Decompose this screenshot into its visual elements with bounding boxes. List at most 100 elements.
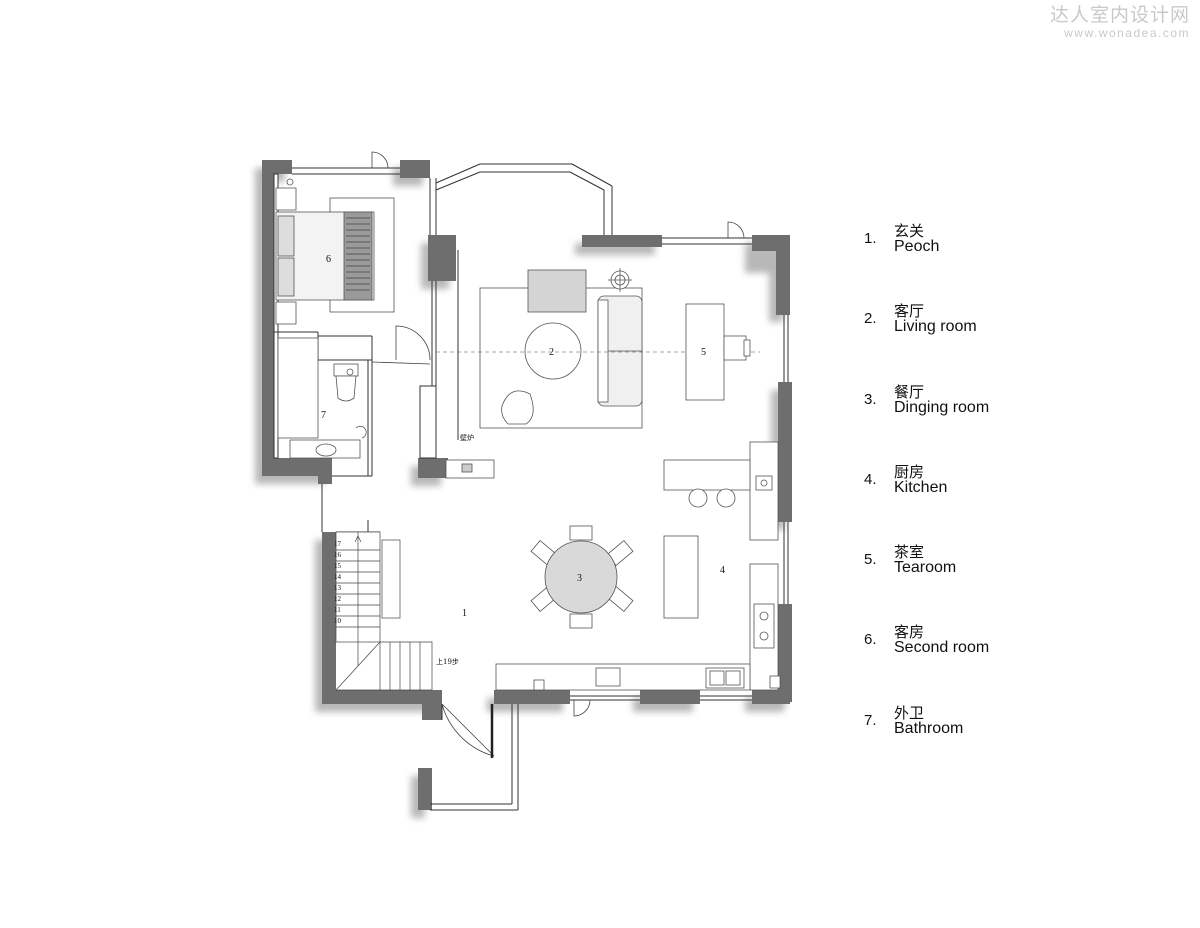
stair-note: 上19步 <box>436 657 459 666</box>
legend-item-kitchen: 4. 厨房 Kitchen <box>864 461 1164 541</box>
legend-item-living-room: 2. 客厅 Living room <box>864 300 1164 380</box>
legend-label-en: Second room <box>894 639 990 657</box>
room-number-2: 2 <box>549 347 554 358</box>
wall-segment <box>494 690 570 704</box>
legend-label-zh: 客厅 <box>894 302 925 321</box>
wall-segment <box>418 458 448 478</box>
bar-stool <box>688 488 708 508</box>
armchair <box>501 390 534 425</box>
legend-number: 4. <box>864 470 877 488</box>
room-number-3: 3 <box>577 573 582 584</box>
kitchen <box>495 441 781 691</box>
room-number-5: 5 <box>701 347 706 358</box>
prep-table <box>663 535 699 619</box>
legend-label-zh: 厨房 <box>894 462 925 481</box>
room-number-7: 7 <box>321 410 326 421</box>
wall-segment <box>318 462 332 484</box>
stair-step: 12 <box>334 595 342 603</box>
bed-pillow <box>277 215 295 257</box>
toilet-tank <box>333 363 359 377</box>
wall-segment <box>418 768 432 810</box>
legend-label-en: Dinging room <box>894 398 990 416</box>
wall-segment <box>778 604 792 702</box>
bed-pillow <box>277 257 295 297</box>
room-number-6: 6 <box>326 254 331 265</box>
watermark-title: 达人室内设计网 <box>1049 4 1190 26</box>
legend: 1. 玄关 Peoch 2. 客厅 Living room 3. 餐厅 Ding… <box>864 220 1164 782</box>
legend-label-zh: 茶室 <box>894 543 925 562</box>
wall-segment <box>582 235 662 247</box>
legend-label-en: Living room <box>894 318 977 336</box>
legend-label-zh: 玄关 <box>894 222 925 240</box>
legend-item-second-room: 6. 客房 Second room <box>864 621 1164 701</box>
living-room <box>436 268 760 429</box>
bedroom <box>275 178 395 325</box>
wall-segment <box>422 700 442 720</box>
dining-table <box>544 540 618 614</box>
watermark-url: www.wonadea.com <box>1064 26 1190 40</box>
legend-item-porch: 1. 玄关 Peoch <box>864 220 1164 300</box>
tea-table <box>685 303 725 401</box>
cooktop <box>753 603 775 649</box>
stair-step: 10 <box>334 617 342 625</box>
wall-segment <box>400 160 430 178</box>
tv-cabinet <box>527 269 587 313</box>
nightstand <box>275 301 297 325</box>
wall-segment <box>640 690 700 704</box>
legend-label-en: Peoch <box>894 238 940 255</box>
fireplace-note: 壁炉 <box>460 433 474 442</box>
wall-segment <box>776 235 790 315</box>
dining-chair <box>569 525 593 541</box>
fireplace <box>445 459 495 479</box>
legend-number: 1. <box>864 230 877 247</box>
legend-number: 7. <box>864 711 877 729</box>
wall-segment <box>428 235 456 281</box>
bathroom <box>277 337 367 459</box>
stair-step: 11 <box>334 606 341 614</box>
legend-label-en: Bathroom <box>894 719 964 737</box>
wall-segment <box>262 162 274 474</box>
coffee-table <box>524 322 582 380</box>
wall-segment <box>752 690 790 704</box>
room-number-4: 4 <box>720 565 725 576</box>
legend-item-tearoom: 5. 茶室 Tearoom <box>864 541 1164 621</box>
legend-item-bathroom: 7. 外卫 Bathroom <box>864 702 1164 782</box>
tea-stool <box>723 335 747 361</box>
toilet-bowl <box>335 375 357 402</box>
wall-segment <box>262 160 292 174</box>
dining <box>530 525 634 629</box>
dining-chair <box>569 613 593 629</box>
legend-label-zh: 外卫 <box>894 703 925 722</box>
legend-number: 5. <box>864 551 877 569</box>
doors <box>371 151 745 758</box>
legend-number: 3. <box>864 390 877 408</box>
legend-number: 6. <box>864 631 877 649</box>
nightstand <box>275 187 297 211</box>
walls <box>262 160 792 810</box>
watermark: 达人室内设计网 www.wonadea.com <box>1050 4 1190 40</box>
legend-label-zh: 客房 <box>894 623 925 642</box>
counter <box>749 441 779 541</box>
bar-stool <box>716 488 736 508</box>
stair-step: 15 <box>334 562 342 570</box>
tearoom <box>685 303 751 401</box>
stair-step: 14 <box>334 573 342 581</box>
room-labels: 1 2 3 4 5 6 7 <box>321 254 725 619</box>
stair-step: 17 <box>334 540 342 548</box>
stair-step: 16 <box>334 551 342 559</box>
shower-area <box>277 337 319 439</box>
stair-step-labels: 17 16 15 14 13 12 11 10 <box>334 540 342 625</box>
legend-item-dining-room: 3. 餐厅 Dinging room <box>864 381 1164 461</box>
sink <box>315 443 337 457</box>
staircase <box>335 531 433 691</box>
room-number-1: 1 <box>462 608 467 619</box>
legend-label-en: Tearoom <box>894 559 957 577</box>
wall-segment <box>778 382 792 522</box>
wall-segment <box>262 458 332 476</box>
wall-segment <box>322 690 442 704</box>
legend-number: 2. <box>864 310 877 328</box>
kitchen-island <box>663 459 751 491</box>
legend-label-zh: 餐厅 <box>894 382 925 401</box>
bed-blanket <box>343 211 373 301</box>
